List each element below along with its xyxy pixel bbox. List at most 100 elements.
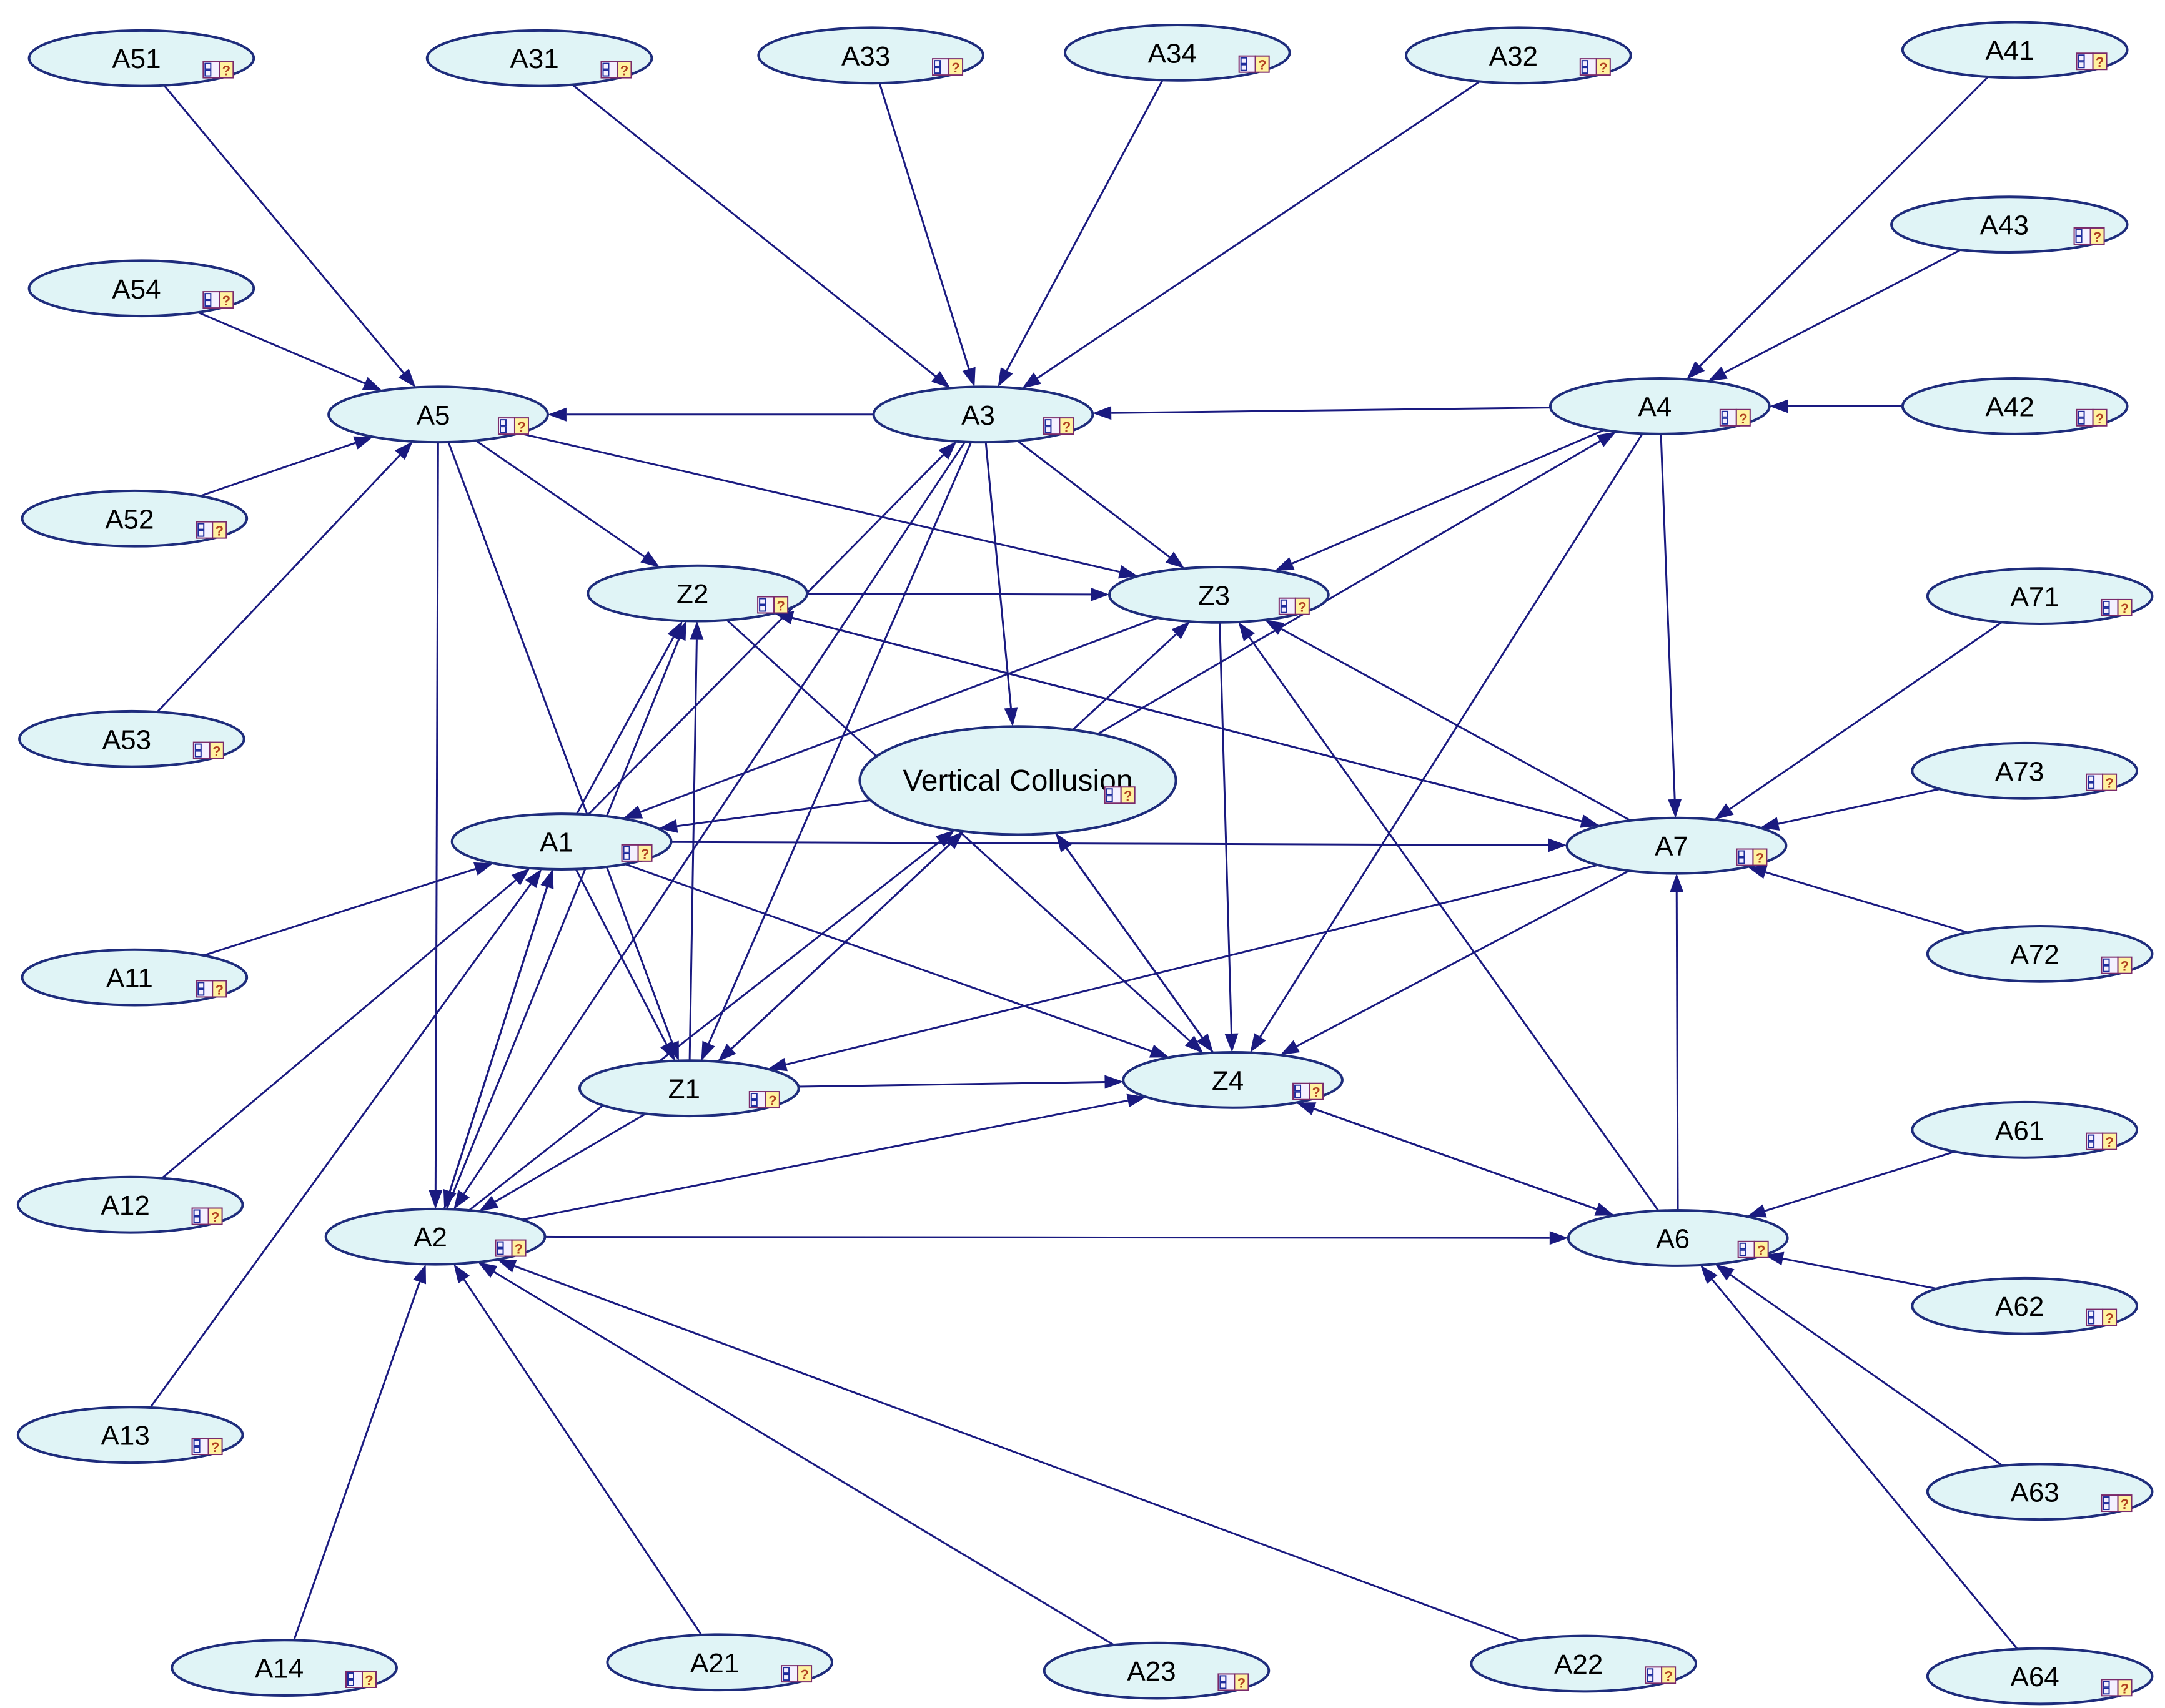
edge-a5-to-z3 [518,432,1138,579]
node-a61[interactable]: A61? [1911,1100,2139,1159]
monitor-icon[interactable]: ? [748,1091,780,1109]
edge-a53-to-a5 [156,441,413,713]
node-z2[interactable]: Z2? [587,564,809,623]
svg-text:?: ? [2096,54,2104,70]
node-a53[interactable]: A53? [18,709,245,768]
node-a62[interactable]: A62? [1911,1276,2139,1335]
monitor-icon[interactable]: ? [1217,1673,1249,1691]
node-a64[interactable]: A64? [1926,1647,2154,1706]
monitor-icon[interactable]: ? [1645,1666,1677,1684]
monitor-icon[interactable]: ? [2076,52,2108,71]
node-label: A34 [1148,38,1197,69]
monitor-icon[interactable]: ? [932,58,964,76]
node-a34[interactable]: A34? [1063,23,1291,82]
edge-a7-to-z2 [774,611,1600,827]
node-a41[interactable]: A41? [1901,21,2129,79]
monitor-icon[interactable]: ? [2101,1679,2133,1697]
node-ellipse [1926,924,2154,983]
node-label: A73 [1995,756,2044,787]
node-a5[interactable]: A5? [327,385,549,444]
node-a54[interactable]: A54? [27,259,255,318]
monitor-icon[interactable]: ? [1736,848,1768,866]
monitor-icon[interactable]: ? [600,61,632,79]
node-z1[interactable]: Z1? [578,1059,800,1118]
edge-a4-to-a7 [1660,433,1682,818]
monitor-icon[interactable]: ? [2086,1308,2118,1326]
monitor-icon[interactable]: ? [495,1239,527,1257]
monitor-icon[interactable]: ? [621,844,653,862]
svg-text:?: ? [800,1667,808,1682]
node-ellipse [16,1406,244,1464]
node-vc[interactable]: Vertical Collusion? [858,725,1177,836]
monitor-icon[interactable]: ? [192,741,224,759]
monitor-icon[interactable]: ? [2086,1132,2118,1150]
node-a3[interactable]: A3? [872,385,1094,444]
monitor-icon[interactable]: ? [2101,1494,2133,1513]
monitor-icon[interactable]: ? [1278,597,1310,615]
node-a23[interactable]: A23? [1043,1641,1271,1700]
node-a11[interactable]: A11? [21,948,249,1007]
monitor-icon[interactable]: ? [202,61,234,79]
monitor-icon[interactable]: ? [497,417,529,435]
monitor-icon[interactable]: ? [1719,408,1751,427]
node-a63[interactable]: A63? [1926,1463,2154,1521]
monitor-icon[interactable]: ? [1104,786,1136,804]
node-ellipse [327,385,549,444]
node-z3[interactable]: Z3? [1108,565,1330,624]
svg-text:?: ? [2096,411,2104,427]
svg-text:?: ? [2105,1311,2113,1326]
monitor-icon[interactable]: ? [781,1665,813,1683]
node-a51[interactable]: A51? [27,29,255,87]
monitor-icon[interactable]: ? [1292,1082,1324,1100]
node-a7[interactable]: A7? [1565,816,1788,875]
node-a31[interactable]: A31? [425,29,653,87]
monitor-icon[interactable]: ? [1238,55,1270,73]
monitor-icon[interactable]: ? [2101,598,2133,616]
monitor-icon[interactable]: ? [1737,1240,1769,1258]
svg-text:?: ? [776,598,785,613]
monitor-icon[interactable]: ? [191,1207,223,1225]
monitor-icon[interactable]: ? [2076,408,2108,427]
node-label: A62 [1995,1291,2044,1322]
node-a52[interactable]: A52? [21,489,249,548]
svg-text:?: ? [517,419,525,435]
svg-text:?: ? [2121,601,2129,616]
node-ellipse [1926,1647,2154,1706]
node-a12[interactable]: A12? [16,1175,244,1234]
monitor-icon[interactable]: ? [196,980,227,998]
svg-text:?: ? [1599,60,1607,76]
node-ellipse [1926,567,2154,625]
node-a13[interactable]: A13? [16,1406,244,1464]
node-a73[interactable]: A73? [1911,741,2139,800]
edge-a1-to-z1 [575,868,675,1061]
edge-a4-to-z3 [1274,429,1605,571]
node-a21[interactable]: A21? [606,1633,834,1692]
monitor-icon[interactable]: ? [191,1438,223,1456]
node-a72[interactable]: A72? [1926,924,2154,983]
node-a33[interactable]: A33? [757,26,984,85]
node-a2[interactable]: A2? [324,1207,547,1266]
node-z4[interactable]: Z4? [1122,1050,1344,1109]
node-label: A21 [690,1648,739,1679]
edge-a3-to-a5 [547,407,874,422]
monitor-icon[interactable]: ? [757,596,789,614]
node-a1[interactable]: A1? [450,812,673,871]
monitor-icon[interactable]: ? [2073,227,2105,245]
monitor-icon[interactable]: ? [196,521,227,539]
node-a43[interactable]: A43? [1890,195,2129,254]
monitor-icon[interactable]: ? [1579,58,1611,76]
node-a14[interactable]: A14? [171,1639,398,1697]
node-a4[interactable]: A4? [1548,377,1771,435]
edge-a2-to-z2 [445,621,686,1210]
monitor-icon[interactable]: ? [2101,956,2133,974]
node-a71[interactable]: A71? [1926,567,2154,625]
monitor-icon[interactable]: ? [202,291,234,309]
node-a6[interactable]: A6? [1567,1209,1789,1267]
node-a42[interactable]: A42? [1901,377,2129,435]
monitor-icon[interactable]: ? [2086,773,2118,791]
node-a22[interactable]: A22? [1470,1634,1698,1693]
monitor-icon[interactable]: ? [345,1670,377,1688]
node-a32[interactable]: A32? [1405,26,1632,85]
edge-a4-to-z4 [1250,433,1643,1053]
monitor-icon[interactable]: ? [1043,417,1074,435]
